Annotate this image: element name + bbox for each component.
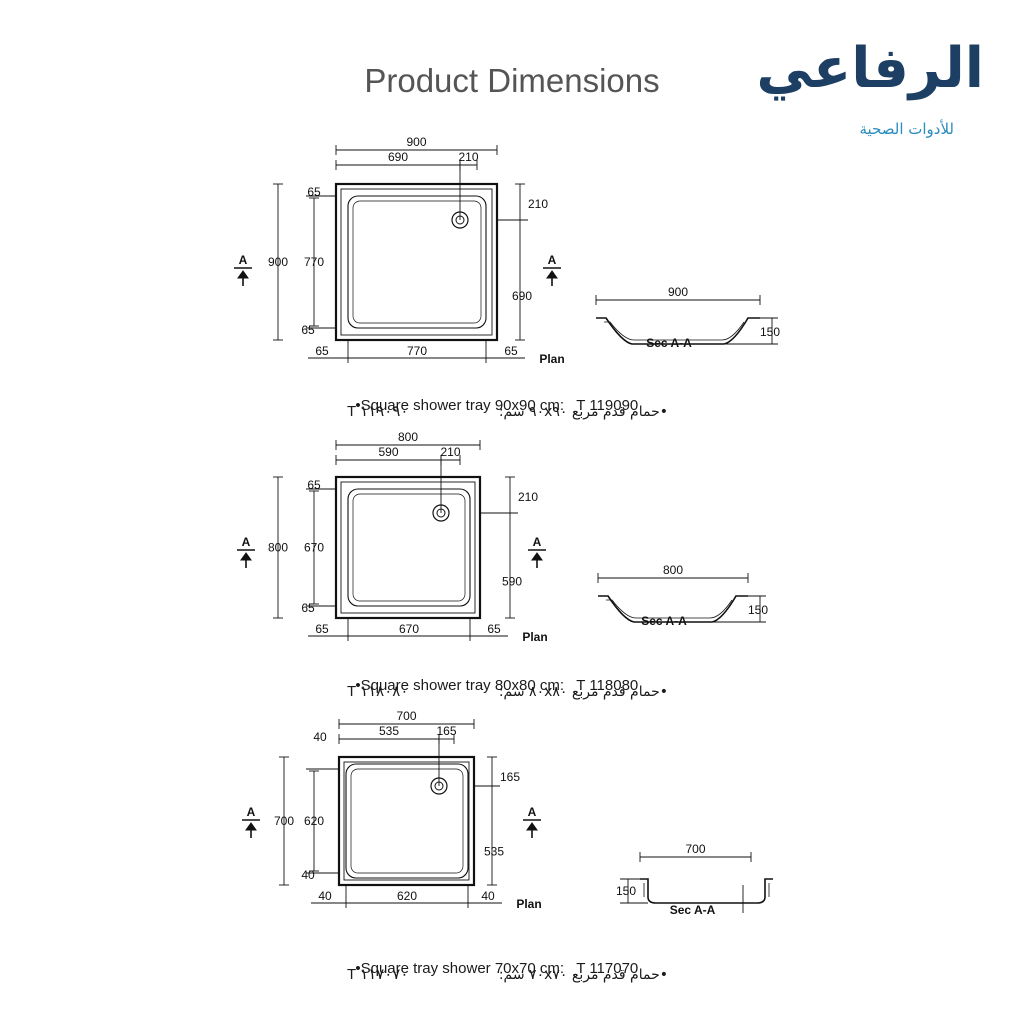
dim-bottom-left-label: 65 <box>315 344 329 358</box>
section-marker-arrow <box>526 822 538 831</box>
tray-basin-floor <box>350 768 464 874</box>
dim-right-bottom-label: 535 <box>484 845 504 859</box>
tray-basin <box>347 195 487 329</box>
dim-right-top-label: 210 <box>528 197 548 211</box>
dim-section-height-label: 150 <box>616 884 636 898</box>
plan-label: Plan <box>516 897 541 911</box>
product-code: T 119090 <box>576 397 639 414</box>
caption-ar-2: •حمام قدم مربع ٨٠x٨٠ سم: <box>498 684 668 700</box>
dim-inner-height-label: 770 <box>304 255 324 269</box>
code-ar-2: T ١١٨٠٨٠ <box>347 683 409 700</box>
tray-outer-rim <box>334 475 482 620</box>
dim-bottom-right-label: 65 <box>487 622 501 636</box>
section-marker-arrow <box>237 270 249 279</box>
caption-ar-1: •حمام قدم مربع ٩٠x٩٠ سم: <box>498 404 668 420</box>
dim-inner-right-label: 210 <box>458 150 478 164</box>
section-marker-arrow <box>245 822 257 831</box>
dim-overall-width-label: 700 <box>396 709 416 723</box>
caption-text: •Square tray shower 70x70 cm: <box>355 960 565 977</box>
section-marker-arrow <box>531 552 543 561</box>
dim-bottom-mid-label: 770 <box>407 344 427 358</box>
product-code: T 118080 <box>576 677 639 694</box>
tray-basin-floor <box>352 493 466 602</box>
section-label: Sec A-A <box>641 614 687 628</box>
section-profile-inner <box>606 599 733 619</box>
section-marker-label: A <box>528 805 537 819</box>
section-marker-label: A <box>533 535 542 549</box>
caption-ar-3: •حمام قدم مربع ٧٠x٧٠ سم: <box>498 967 668 983</box>
section-profile-inner <box>643 883 770 897</box>
dim-section-width-label: 900 <box>668 285 688 299</box>
dim-right-bottom-label: 590 <box>502 575 522 589</box>
section-profile <box>640 878 773 904</box>
dim-overall-height-label: 800 <box>268 541 288 555</box>
dim-section-height-label: 150 <box>760 325 780 339</box>
section-profile <box>598 595 748 623</box>
tray-rim-line <box>343 761 470 881</box>
dim-bottom-right-label: 40 <box>481 889 495 903</box>
dim-right-bottom-label: 690 <box>512 289 532 303</box>
dim-bottom-mid-label: 620 <box>397 889 417 903</box>
code-ar-1: T ١١٩٠٩٠ <box>347 403 409 420</box>
section-marker-arrow <box>240 552 252 561</box>
dim-overall-height-label: 900 <box>268 255 288 269</box>
tray-rim-line <box>340 481 476 614</box>
dim-overall-width-label: 900 <box>406 135 426 149</box>
brand-logo: الرفاعي للأدوات الصحية <box>756 38 994 138</box>
tray-outer-rim <box>334 182 499 342</box>
dim-section-width-label: 700 <box>685 842 705 856</box>
section-marker-label: A <box>242 535 251 549</box>
dim-bottom-rim-label: 40 <box>301 868 315 882</box>
dim-top-rim-label: 65 <box>307 185 321 199</box>
dim-right-top-label: 165 <box>500 770 520 784</box>
tray-outer-rim <box>337 755 476 887</box>
dim-inner-height-label: 670 <box>304 541 324 555</box>
dim-top-rim-label: 65 <box>307 478 321 492</box>
section-marker-label: A <box>239 253 248 267</box>
section-marker-arrow <box>546 270 558 279</box>
tray-rim-line <box>340 188 493 336</box>
caption-text: •Square shower tray 90x90 cm: <box>355 397 565 414</box>
plan-label: Plan <box>522 630 547 644</box>
dim-right-top-label: 210 <box>518 490 538 504</box>
dim-inner-right-label: 210 <box>440 445 460 459</box>
dim-section-width-label: 800 <box>663 563 683 577</box>
section-profile-inner <box>604 321 745 341</box>
dim-bottom-left-label: 65 <box>315 622 329 636</box>
caption-en-1: •Square shower tray 90x90 cm: T 119090 <box>347 380 638 414</box>
tray-basin <box>347 488 471 607</box>
caption-en-3: •Square tray shower 70x70 cm: T 117070 <box>347 943 638 977</box>
dim-bottom-left-label: 40 <box>318 889 332 903</box>
plan-label: Plan <box>539 352 564 366</box>
product-code: T 117070 <box>576 960 639 977</box>
logo-tagline: للأدوات الصحية <box>859 120 955 138</box>
dim-top-left-label: 40 <box>313 730 327 744</box>
caption-text: •Square shower tray 80x80 cm: <box>355 677 565 694</box>
dim-inner-right-label: 165 <box>436 724 456 738</box>
dim-inner-height-label: 620 <box>304 814 324 828</box>
section-marker-label: A <box>548 253 557 267</box>
dim-section-height-label: 150 <box>748 603 768 617</box>
section-profile <box>596 317 760 345</box>
caption-en-2: •Square shower tray 80x80 cm: T 118080 <box>347 660 638 694</box>
dim-bottom-rim-label: 65 <box>301 601 315 615</box>
dim-overall-height-label: 700 <box>274 814 294 828</box>
tray-basin <box>345 763 469 879</box>
section-marker-label: A <box>247 805 256 819</box>
section-label: Sec A-A <box>670 903 716 917</box>
dim-bottom-right-label: 65 <box>504 344 518 358</box>
dim-inner-left-label: 535 <box>379 724 399 738</box>
logo-wordmark: الرفاعي <box>756 36 984 101</box>
code-ar-3: T ١١٧٠٧٠ <box>347 966 409 983</box>
page-title: Product Dimensions <box>364 62 660 99</box>
dim-bottom-mid-label: 670 <box>399 622 419 636</box>
dim-inner-left-label: 690 <box>388 150 408 164</box>
dim-overall-width-label: 800 <box>398 430 418 444</box>
dim-inner-left-label: 590 <box>378 445 398 459</box>
section-label: Sec A-A <box>646 336 692 350</box>
tray-basin-floor <box>352 200 482 324</box>
dim-bottom-rim-label: 65 <box>301 323 315 337</box>
